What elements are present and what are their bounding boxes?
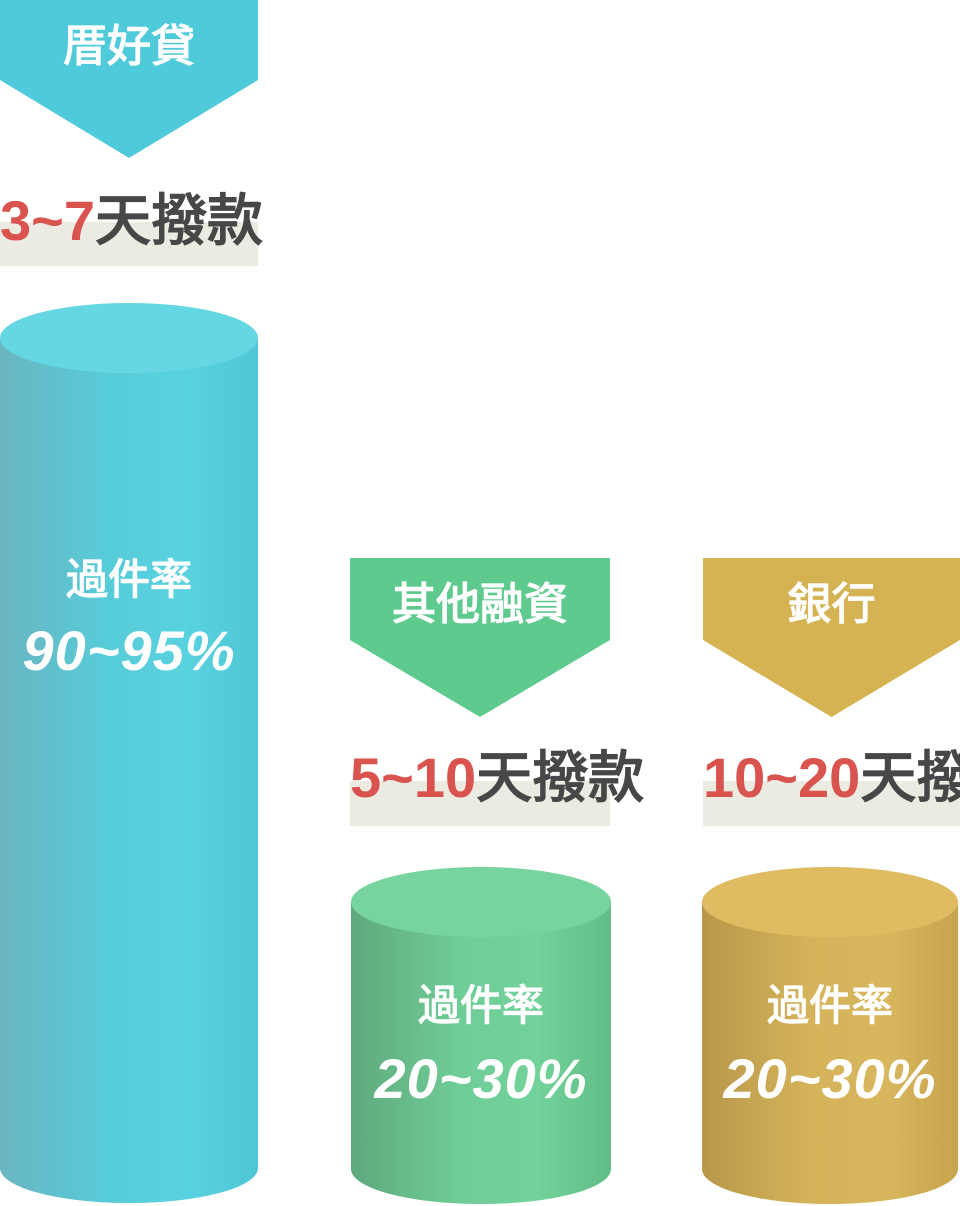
approval-cylinder: 過件率 20~30%	[702, 867, 958, 1205]
banner-ribbon: 銀行	[703, 558, 960, 640]
days-unit: 天撥款	[476, 746, 645, 809]
days-unit: 天撥款	[860, 746, 960, 809]
banner-arrow-icon	[350, 640, 610, 717]
rate-label: 過件率	[65, 556, 192, 603]
approval-cylinder: 過件率 90~95%	[0, 303, 258, 1203]
approval-cylinder: 過件率 20~30%	[351, 867, 611, 1205]
banner-ribbon: 厝好貸	[0, 0, 258, 80]
banner-label: 銀行	[787, 580, 876, 629]
rate-label: 過件率	[766, 982, 893, 1029]
days-unit: 天撥款	[95, 189, 263, 252]
rate-label: 過件率	[417, 982, 544, 1029]
disbursement-days: 5~10天撥款	[350, 750, 644, 806]
banner-label: 其他融資	[392, 580, 568, 629]
cylinder-body	[351, 902, 611, 1204]
banner-ribbon: 其他融資	[350, 558, 610, 640]
highlight-bar	[703, 781, 960, 826]
banner-label: 厝好貸	[63, 22, 195, 71]
days-range: 5~10	[350, 746, 477, 809]
disbursement-days: 3~7天撥款	[0, 193, 263, 249]
cylinder-body	[702, 902, 958, 1204]
cylinder-cap	[0, 303, 258, 373]
rate-value: 20~30%	[374, 1047, 588, 1110]
banner-arrow-icon	[703, 640, 960, 717]
days-range: 10~20	[703, 746, 861, 809]
cylinder-cap	[351, 867, 611, 937]
highlight-bar	[350, 781, 610, 826]
rate-value: 90~95%	[22, 619, 236, 682]
highlight-bar	[0, 222, 258, 266]
banner-arrow-icon	[0, 80, 258, 158]
cylinder-body	[0, 338, 258, 1203]
cylinder-cap	[702, 867, 958, 937]
rate-value: 20~30%	[723, 1047, 937, 1110]
days-range: 3~7	[0, 189, 95, 252]
disbursement-days: 10~20天撥款	[703, 750, 960, 806]
